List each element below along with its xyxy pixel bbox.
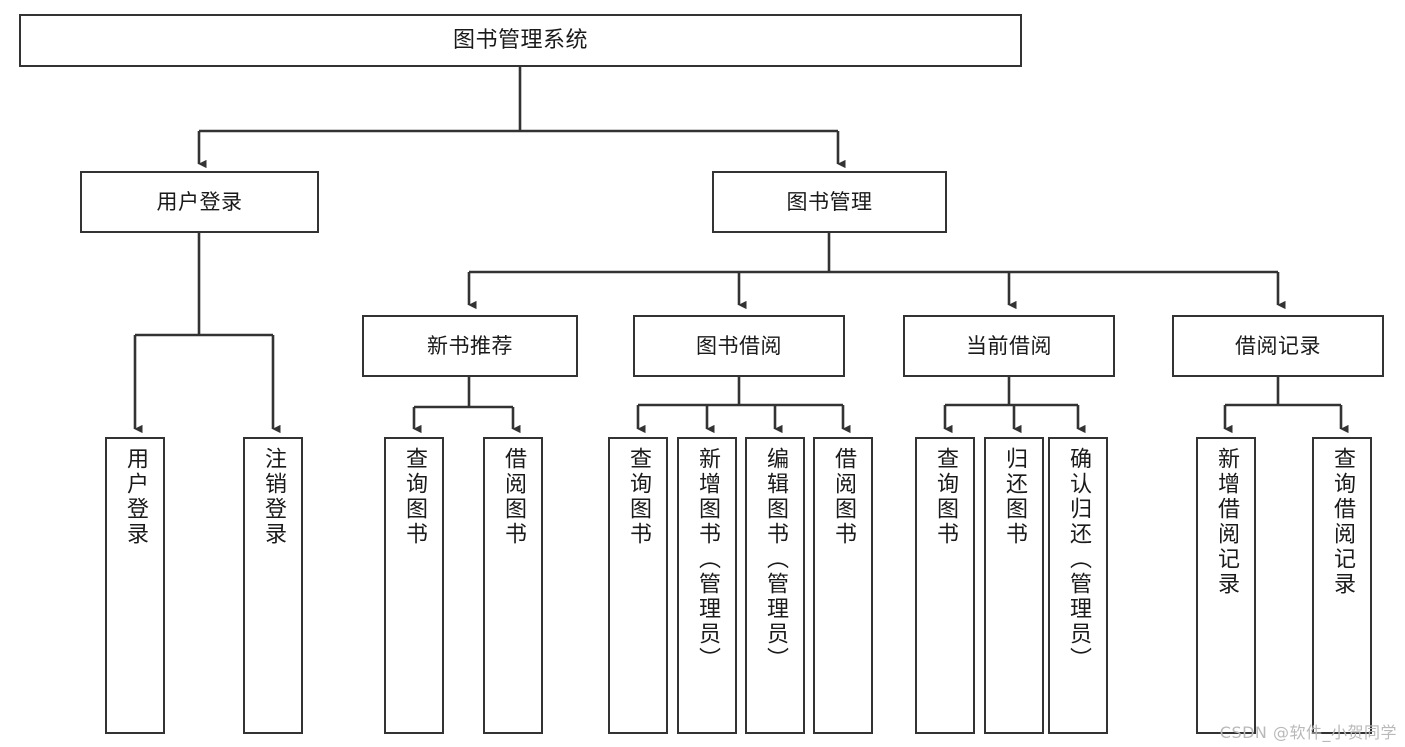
node-leaf-query-borrow-record[interactable]: 查询借阅记录 [1312,437,1372,734]
node-leaf-query-book-borrow[interactable]: 查询图书 [608,437,668,734]
node-current-borrow[interactable]: 当前借阅 [903,315,1115,377]
node-leaf-confirm-return[interactable]: 确认归还（管理员） [1048,437,1108,734]
node-leaf-borrow-book-recommend[interactable]: 借阅图书 [483,437,543,734]
node-leaf-add-book[interactable]: 新增图书（管理员） [677,437,737,734]
node-label: 新书推荐 [427,333,513,358]
node-label: 确认归还（管理员） [1066,447,1091,672]
watermark-text: CSDN @软件_小贺同学 [1219,723,1397,742]
node-new-book-recommend[interactable]: 新书推荐 [362,315,578,377]
node-leaf-add-borrow-record[interactable]: 新增借阅记录 [1196,437,1256,734]
node-label: 查询图书 [933,447,958,547]
node-leaf-return-book[interactable]: 归还图书 [984,437,1044,734]
node-leaf-borrow-book[interactable]: 借阅图书 [813,437,873,734]
node-leaf-query-book-current[interactable]: 查询图书 [915,437,975,734]
node-leaf-query-book-recommend[interactable]: 查询图书 [384,437,444,734]
node-label: 新增图书（管理员） [695,447,720,672]
node-label: 用户登录 [156,189,243,214]
node-leaf-user-login[interactable]: 用户登录 [105,437,165,734]
node-label: 借阅图书 [831,447,856,547]
node-label: 归还图书 [1002,447,1027,547]
node-label: 图书借阅 [696,333,782,358]
node-label: 借阅图书 [501,447,526,547]
node-label: 注销登录 [261,447,286,547]
node-book-management[interactable]: 图书管理 [712,171,947,233]
node-label: 图书管理 [786,189,873,214]
node-borrow-record[interactable]: 借阅记录 [1172,315,1384,377]
node-leaf-user-logout[interactable]: 注销登录 [243,437,303,734]
node-root-book-management-system[interactable]: 图书管理系统 [19,14,1022,67]
node-label: 当前借阅 [966,333,1052,358]
node-label: 查询借阅记录 [1330,447,1355,597]
node-label: 编辑图书（管理员） [763,447,788,672]
node-user-login[interactable]: 用户登录 [80,171,319,233]
node-label: 新增借阅记录 [1214,447,1239,597]
node-book-borrow[interactable]: 图书借阅 [633,315,845,377]
node-label: 用户登录 [123,447,148,547]
node-label: 借阅记录 [1235,333,1321,358]
node-label: 查询图书 [626,447,651,547]
node-label: 图书管理系统 [452,27,588,53]
node-leaf-edit-book[interactable]: 编辑图书（管理员） [745,437,805,734]
node-label: 查询图书 [402,447,427,547]
